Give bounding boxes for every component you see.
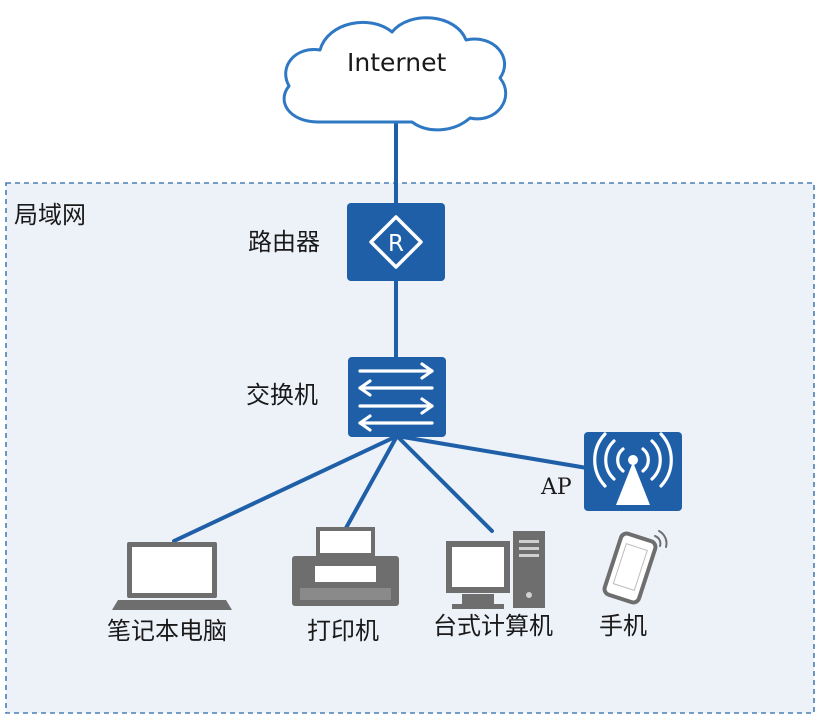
router-symbol: R: [388, 231, 404, 257]
switch-icon: [348, 357, 446, 437]
link-switch-laptop: [172, 434, 399, 543]
links: [172, 120, 589, 543]
phone-icon: [602, 530, 668, 605]
router-label: 路由器: [248, 228, 320, 256]
switch-label: 交换机: [246, 381, 318, 409]
laptop-label: 笔记本电脑: [107, 617, 227, 645]
laptop-icon: [112, 542, 232, 610]
link-switch-desktop: [395, 434, 494, 533]
desktop-label: 台式计算机: [433, 612, 553, 640]
printer-label: 打印机: [307, 617, 379, 645]
link-switch-printer: [344, 434, 399, 530]
cloud-icon: [282, 16, 508, 132]
lan-label: 局域网: [14, 201, 86, 229]
cloud-label: Internet: [347, 48, 447, 77]
ap-label: AP: [541, 475, 572, 500]
ap-icon: [584, 432, 682, 511]
link-switch-ap: [395, 434, 589, 470]
desktop-icon: [446, 531, 545, 609]
printer-icon: [292, 527, 399, 606]
phone-label: 手机: [599, 612, 647, 640]
router-icon: R: [347, 203, 445, 281]
